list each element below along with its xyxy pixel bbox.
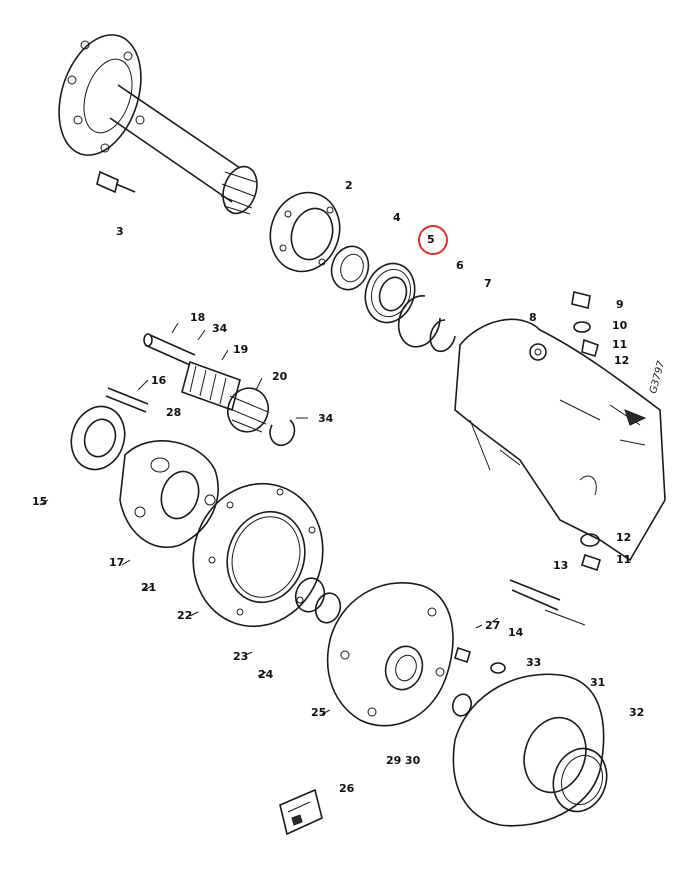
highlight-circle — [418, 225, 448, 255]
part-label-16: 16 — [151, 374, 167, 387]
part-label-4: 4 — [393, 211, 401, 224]
part-label-19: 19 — [233, 343, 249, 356]
part-label-11-lower: 11 — [616, 553, 632, 566]
part-label-22: 22 — [177, 609, 193, 622]
part-label-25: 25 — [311, 706, 327, 719]
fittings — [571, 291, 601, 572]
small-parts — [451, 579, 586, 717]
brake-housing — [452, 673, 608, 827]
seal-housing — [269, 191, 341, 273]
pin — [105, 387, 149, 413]
axle-housing — [454, 318, 666, 562]
part-label-29-30: 29 30 — [386, 754, 421, 767]
part-label-32: 32 — [629, 706, 645, 719]
part-label-2: 2 — [345, 179, 353, 192]
bearing — [364, 262, 416, 324]
part-label-3: 3 — [116, 225, 124, 238]
leader-lines — [39, 322, 499, 715]
part-label-10: 10 — [612, 319, 628, 332]
part-label-34: 34 — [212, 322, 228, 335]
part-label-5: 5 — [427, 233, 435, 246]
oil-seal — [330, 245, 370, 291]
part-label-26: 26 — [339, 782, 355, 795]
part-label-27: 27 — [485, 619, 501, 632]
part-label-24: 24 — [258, 668, 274, 681]
part-label-15: 15 — [32, 495, 48, 508]
pad-block — [279, 788, 323, 836]
part-label-23: 23 — [233, 650, 249, 663]
circlips — [397, 295, 456, 353]
part-label-34-lower: 34 — [318, 412, 334, 425]
wheel-hub — [326, 582, 454, 727]
bolt — [96, 170, 136, 194]
part-label-12: 12 — [614, 354, 630, 367]
part-label-11: 11 — [612, 338, 628, 351]
axle-shaft — [58, 34, 258, 215]
part-label-14: 14 — [508, 626, 524, 639]
part-label-6: 6 — [456, 259, 464, 272]
hub-bearings — [294, 577, 342, 624]
ring-gear — [192, 482, 324, 628]
planet-gear-set — [143, 333, 296, 446]
part-label-18: 18 — [190, 311, 206, 324]
part-label-7: 7 — [484, 277, 492, 290]
bearing-large — [70, 405, 126, 471]
part-label-12-lower: 12 — [616, 531, 632, 544]
part-label-21: 21 — [141, 581, 157, 594]
part-label-13: 13 — [553, 559, 569, 572]
part-label-33: 33 — [526, 656, 542, 669]
part-label-28: 28 — [166, 406, 182, 419]
part-label-20: 20 — [272, 370, 288, 383]
part-label-31: 31 — [590, 676, 606, 689]
planet-carrier — [119, 440, 219, 548]
part-label-17: 17 — [109, 556, 125, 569]
part-label-8: 8 — [529, 311, 537, 324]
part-label-9: 9 — [616, 298, 624, 311]
